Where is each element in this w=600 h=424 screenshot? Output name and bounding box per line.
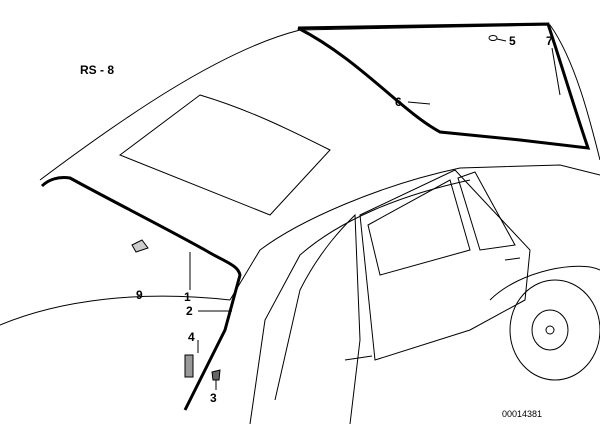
part-5 [488, 35, 498, 41]
part-9 [131, 239, 149, 253]
callout-7: 7 [546, 34, 553, 48]
part-4 [184, 354, 194, 378]
leader-lines [189, 38, 561, 390]
rear-wheel [509, 279, 600, 381]
callout-3: 3 [210, 391, 217, 405]
callout-5: 5 [509, 34, 516, 48]
callout-1: 1 [184, 290, 191, 304]
windshield-moulding [40, 176, 242, 411]
image-number: 00014381 [502, 409, 543, 419]
roof-outline [39, 24, 600, 181]
sunroof [118, 94, 331, 216]
callout-6: 6 [395, 95, 402, 109]
front-door [274, 213, 361, 424]
rear-door [359, 169, 531, 361]
callout-9: 9 [136, 288, 143, 302]
callout-2: 2 [186, 304, 193, 318]
rear-window-moulding [297, 22, 591, 150]
diagram-code: RS - 8 [80, 63, 115, 77]
callout-4: 4 [188, 330, 195, 344]
part-3 [211, 369, 221, 381]
